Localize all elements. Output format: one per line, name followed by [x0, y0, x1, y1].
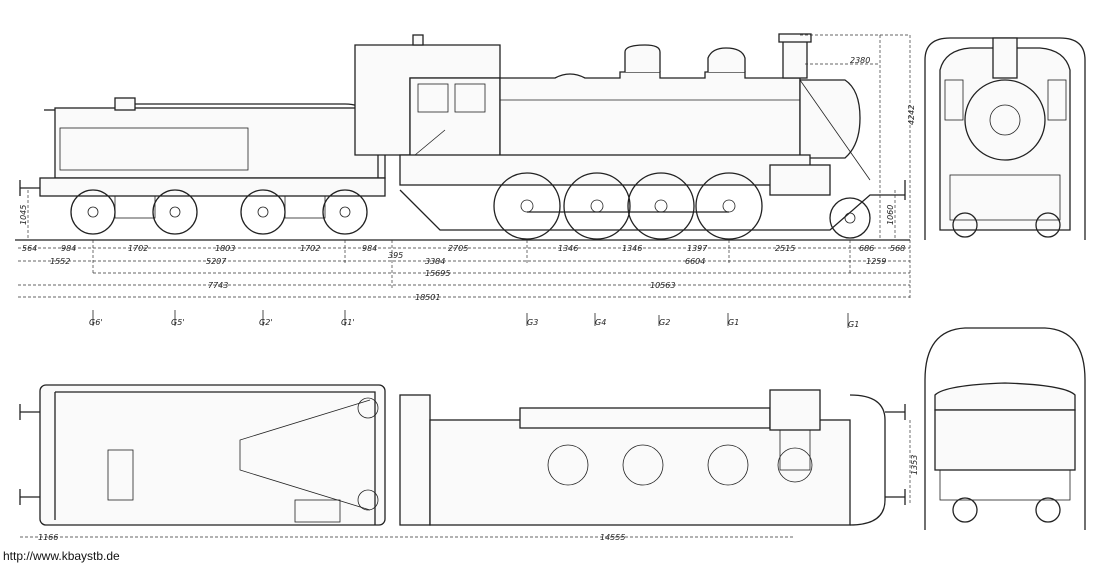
dim: 1702	[128, 244, 148, 253]
dim: 984	[362, 244, 377, 253]
rear-view	[924, 327, 1086, 530]
driving-wheels	[493, 172, 871, 240]
dim: 1259	[866, 257, 886, 266]
tender-side	[19, 97, 386, 197]
dim-row-5-total: 18501	[415, 293, 440, 302]
axle-label: G1	[728, 318, 739, 327]
axle-label: G6'	[89, 318, 103, 327]
dim-row-4-loco: 10563	[650, 281, 675, 290]
dim: 1702	[300, 244, 320, 253]
axle-label: G2	[659, 318, 670, 327]
dim: 5207	[206, 257, 227, 266]
dim: 3384	[425, 257, 445, 266]
axle-label: G5'	[171, 318, 185, 327]
source-link[interactable]: http://www.kbaystb.de	[3, 549, 120, 563]
dim-plan-length: 14555	[600, 533, 625, 542]
cab	[354, 34, 501, 157]
dim: 1803	[215, 244, 235, 253]
dim: 686	[859, 244, 874, 253]
dim: 2515	[775, 244, 795, 253]
dim: 395	[388, 251, 403, 260]
plan-view: 1166 14555 1353	[19, 384, 919, 542]
axle-label: G3	[527, 318, 538, 327]
side-elevation: 2380 4242 1045 1060	[15, 33, 916, 300]
dim: 6604	[685, 257, 705, 266]
dim-buffer-height-right: 1060	[886, 205, 895, 225]
dimension-lines	[18, 240, 910, 298]
dim: 1552	[50, 257, 70, 266]
dim: 2705	[448, 244, 468, 253]
dim-row-3: 15695	[425, 269, 450, 278]
axle-label: G1	[848, 320, 859, 329]
dim-height-total: 4242	[907, 105, 916, 125]
dim-buffer-height-left: 1045	[19, 205, 28, 225]
dim: 1346	[558, 244, 578, 253]
dim-row-4-tender: 7743	[208, 281, 228, 290]
axle-label: G4	[595, 318, 606, 327]
dim: 568	[890, 244, 905, 253]
dimension-row-2: 1552 5207 3384 6604 1259	[50, 257, 886, 266]
tender-wheels	[70, 189, 368, 235]
boiler	[499, 33, 861, 159]
axle-label: G1'	[341, 318, 355, 327]
dim-plan-left: 1166	[38, 533, 58, 542]
dim-plan-width: 1353	[910, 455, 919, 475]
front-view	[924, 37, 1086, 240]
dim: 1346	[622, 244, 642, 253]
dimension-row-1: 564 984 1702 1803 1702 984 395 2705 1346…	[22, 244, 905, 260]
dim: 984	[61, 244, 76, 253]
axle-load-markers: G6' G5' G2' G1' G3 G4 G2 G1 G1	[89, 310, 859, 329]
axle-label: G2'	[259, 318, 273, 327]
dim-chimney-offset: 2380	[850, 56, 870, 65]
dim: 1397	[687, 244, 708, 253]
dim: 564	[22, 244, 37, 253]
